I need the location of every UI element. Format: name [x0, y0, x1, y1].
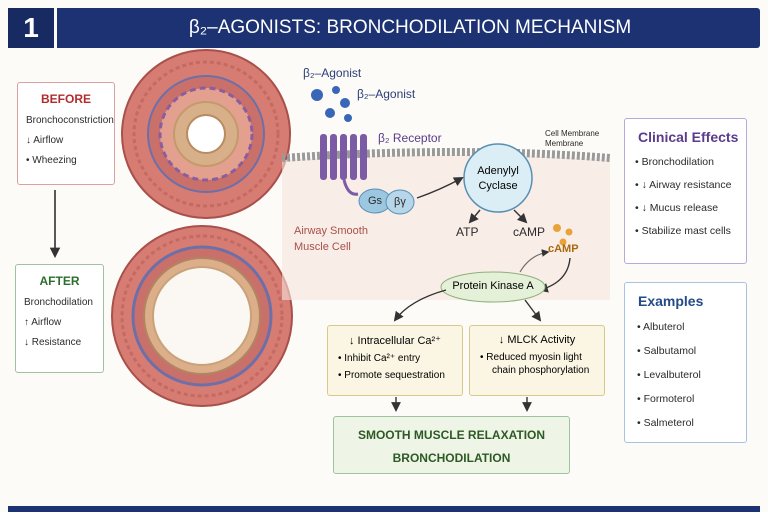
clinical-item: • ↓ Airway resistance: [635, 179, 732, 191]
dilated-airway-illustration: [111, 225, 293, 407]
footer-bar: [8, 506, 760, 512]
calcium-box: ↓ Intracellular Ca²⁺ • Inhibit Ca²⁺ entr…: [327, 325, 463, 396]
clinical-item: • Bronchodilation: [635, 156, 714, 168]
mlck-line: • Reduced myosin light: [480, 352, 582, 363]
cyclase-to-camp-arrow: [513, 209, 528, 224]
mlck-line: chain phosphorylation: [492, 365, 590, 376]
before-box: BEFORE Bronchoconstriction ↓ Airflow • W…: [17, 82, 115, 185]
mlck-box: ↓ MLCK Activity • Reduced myosin light c…: [469, 325, 605, 396]
clinical-effects-box: Clinical Effects • Bronchodilation • ↓ A…: [624, 118, 747, 264]
camp-label: cAMP: [513, 225, 546, 239]
pka-label: Protein Kinase A: [452, 280, 534, 292]
cell-label: Airway Smooth: [294, 225, 368, 237]
adenylyl-cyclase: [463, 143, 533, 213]
result-line: BRONCHODILATION: [392, 451, 511, 465]
calcium-line: • Promote sequestration: [338, 370, 445, 381]
after-box: AFTER Bronchodilation ↑ Airflow ↓ Resist…: [15, 264, 104, 373]
cell-label: Muscle Cell: [294, 241, 351, 253]
constricted-airway-illustration: [121, 49, 291, 219]
before-line: • Wheezing: [26, 155, 77, 166]
agonist-label: β₂–Agonist: [303, 66, 362, 80]
result-line: SMOOTH MUSCLE RELAXATION: [357, 428, 546, 442]
adenylyl-line: Cyclase: [478, 180, 518, 192]
clinical-title: Clinical Effects: [638, 129, 739, 145]
after-line: ↓ Resistance: [24, 337, 82, 348]
pka-to-calcium-arrow: [393, 289, 447, 322]
camp-molecules: [553, 224, 573, 246]
pka-oval: [440, 271, 546, 303]
page-title: β₂–AGONISTS: BRONCHODILATION MECHANISM: [188, 17, 632, 38]
membrane-label: Membrane: [545, 139, 584, 148]
receptor-label: β₂ Receptor: [378, 131, 442, 145]
mlck-title: ↓ MLCK Activity: [498, 334, 576, 346]
gs-label: Gs: [368, 195, 383, 207]
after-title: AFTER: [39, 274, 80, 288]
after-line: Bronchodilation: [24, 297, 93, 308]
examples-title: Examples: [638, 293, 704, 309]
cyclase-to-atp-arrow: [468, 209, 481, 224]
pka-feedback-arrow: [519, 249, 550, 273]
header-bar: 1 β₂–AGONISTS: BRONCHODILATION MECHANISM: [8, 8, 760, 48]
adenylyl-line: Adenylyl: [477, 165, 519, 177]
camp-label-2: cAMP: [548, 243, 579, 255]
example-item: • Levalbuterol: [637, 369, 701, 381]
example-item: • Salbutamol: [637, 345, 697, 357]
example-item: • Formoterol: [637, 393, 695, 405]
beta2-receptor: [320, 134, 367, 196]
atp-label: ATP: [456, 225, 479, 239]
clinical-item: • ↓ Mucus release: [635, 202, 719, 214]
agonist-label-2: β₂–Agonist: [357, 87, 416, 101]
before-line: ↓ Airflow: [26, 135, 64, 146]
calcium-title: ↓ Intracellular Ca²⁺: [348, 335, 441, 347]
example-item: • Albuterol: [637, 321, 685, 333]
beta-gamma-label: βγ: [394, 196, 406, 208]
before-title: BEFORE: [40, 92, 91, 106]
clinical-item: • Stabilize mast cells: [635, 225, 731, 237]
beta-gamma-subunit: [385, 189, 415, 215]
example-item: • Salmeterol: [637, 417, 694, 429]
calcium-line: • Inhibit Ca²⁺ entry: [338, 353, 421, 364]
agonist-molecules: [311, 86, 352, 122]
after-line: ↑ Airflow: [24, 317, 62, 328]
adenylyl-cyclase-label: Adenylyl Cyclase: [464, 164, 532, 194]
pka-to-mlck-arrow: [524, 299, 542, 322]
section-number: 1: [8, 8, 57, 48]
before-line: Bronchoconstriction: [26, 115, 114, 126]
result-box: SMOOTH MUSCLE RELAXATION BRONCHODILATION: [333, 416, 570, 474]
examples-box: Examples • Albuterol • Salbutamol • Leva…: [624, 282, 747, 443]
cell-membrane: [281, 148, 611, 162]
g-to-cyclase-arrow: [416, 177, 464, 199]
membrane-label: Cell Membrane: [545, 129, 600, 138]
